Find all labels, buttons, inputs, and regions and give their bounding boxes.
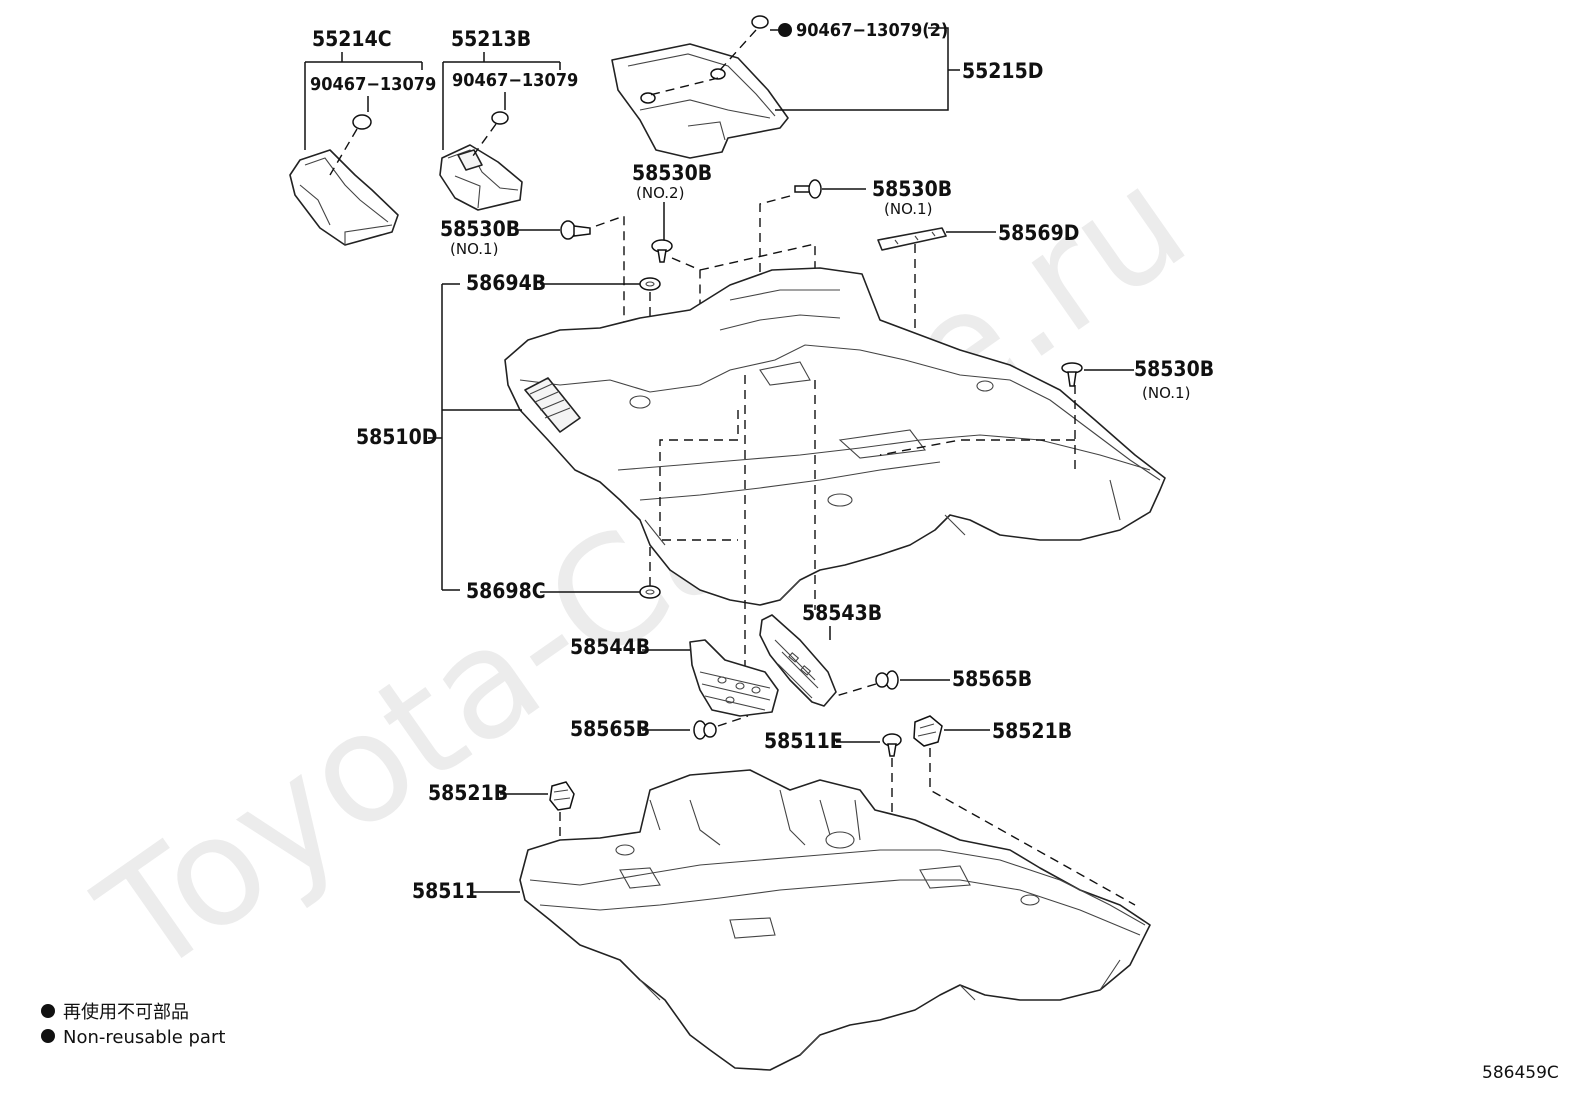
label-58530B-right[interactable]: 58530B (1134, 357, 1214, 381)
part-58511-floor-silencer (519, 769, 1151, 1071)
part-58543B-bracket (759, 614, 837, 707)
label-90467-13079-x2[interactable]: 90467−13079(2) (796, 20, 948, 41)
non-reusable-mark-icon (778, 23, 792, 37)
label-58569D[interactable]: 58569D (998, 221, 1079, 245)
bolt-58530B-no2 (651, 239, 673, 263)
label-55215D[interactable]: 55215D (962, 59, 1043, 83)
label-58530B-no2-sub: (NO.2) (636, 184, 684, 202)
label-58543B[interactable]: 58543B (802, 601, 882, 625)
legend-dot-jp-icon (41, 1004, 55, 1018)
label-55214C[interactable]: 55214C (312, 27, 392, 51)
clip-58698C (639, 585, 661, 599)
part-58510D-floor-carpet (504, 267, 1166, 606)
part-55215D-floor-panel (611, 43, 789, 159)
label-55213B[interactable]: 55213B (451, 27, 531, 51)
part-55213B-cover (439, 144, 523, 211)
clip-58694B (639, 277, 661, 291)
clip-58521B-right (913, 715, 943, 747)
label-58565B-right[interactable]: 58565B (952, 667, 1032, 691)
label-58565B-left[interactable]: 58565B (570, 717, 650, 741)
label-58521B-left[interactable]: 58521B (428, 781, 508, 805)
clip-58565B-right (875, 670, 899, 690)
part-55214C-cover (289, 149, 399, 246)
label-55213B-clip[interactable]: 90467−13079 (452, 70, 578, 91)
label-58530B-left-sub: (NO.1) (450, 240, 498, 258)
label-58530B-right-sub: (NO.1) (1142, 384, 1190, 402)
clip-90467-13079-b (469, 111, 509, 161)
clip-58511E (882, 733, 902, 757)
diagram-code: 586459C (1482, 1063, 1559, 1083)
label-58530B-no2[interactable]: 58530B (632, 161, 712, 185)
label-58544B[interactable]: 58544B (570, 635, 650, 659)
label-58510D[interactable]: 58510D (356, 425, 437, 449)
label-55214C-clip[interactable]: 90467−13079 (310, 74, 436, 95)
legend-dot-en-icon (41, 1029, 55, 1043)
legend-text-en: Non-reusable part (63, 1027, 225, 1048)
label-58511[interactable]: 58511 (412, 879, 478, 903)
legend-text-jp: 再使用不可部品 (63, 1002, 189, 1023)
clip-90467-13079-c (649, 15, 769, 96)
label-58530B-topright-sub: (NO.1) (884, 200, 932, 218)
label-58521B-right[interactable]: 58521B (992, 719, 1072, 743)
bolt-58530B-left (560, 220, 591, 240)
label-58530B-topright[interactable]: 58530B (872, 177, 952, 201)
clip-90467-13079-a (329, 114, 372, 176)
bolt-58530B-topright (794, 179, 822, 199)
label-58698C[interactable]: 58698C (466, 579, 546, 603)
clip-58565B-left (693, 720, 717, 740)
label-58511E[interactable]: 58511E (764, 729, 843, 753)
clip-58521B-left (549, 781, 575, 811)
part-58569D-strip (877, 227, 947, 251)
part-58544B-bracket (689, 639, 779, 717)
label-58530B-left[interactable]: 58530B (440, 217, 520, 241)
label-58694B[interactable]: 58694B (466, 271, 546, 295)
bolt-58530B-right (1061, 362, 1083, 387)
